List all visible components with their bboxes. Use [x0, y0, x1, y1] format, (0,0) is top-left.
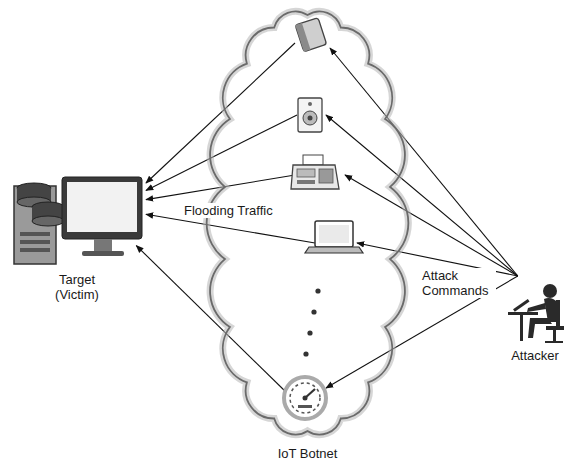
attacker-box: Attacker [492, 276, 578, 346]
node-label: Attacker [511, 348, 559, 363]
attacker-figure [508, 284, 564, 343]
arrow-line [345, 175, 518, 276]
ellipsis-dots [303, 288, 320, 356]
arrow-line [136, 246, 287, 393]
target-box: Target (Victim) [8, 172, 146, 264]
server-icon [14, 183, 64, 264]
arrow-line [146, 43, 295, 183]
fax-icon [291, 155, 339, 189]
router-icon [295, 18, 326, 52]
node-label: IoT Botnet [278, 446, 338, 461]
iot-devices [284, 18, 363, 419]
edge-label: Attack Commands [420, 268, 496, 298]
speaker-icon [298, 98, 322, 132]
arrow-connector [326, 48, 518, 388]
arrow-line [146, 214, 315, 243]
edge-label: Flooding Traffic [182, 203, 275, 218]
laptop-icon [305, 221, 363, 253]
monitor-icon [62, 177, 142, 256]
node-label: Target (Victim) [37, 272, 117, 302]
arrow-line [330, 48, 518, 276]
gauge-icon [284, 377, 326, 419]
cloud-outline [195, 3, 420, 443]
botnet-cloud: IoT Botnet [195, 3, 420, 443]
